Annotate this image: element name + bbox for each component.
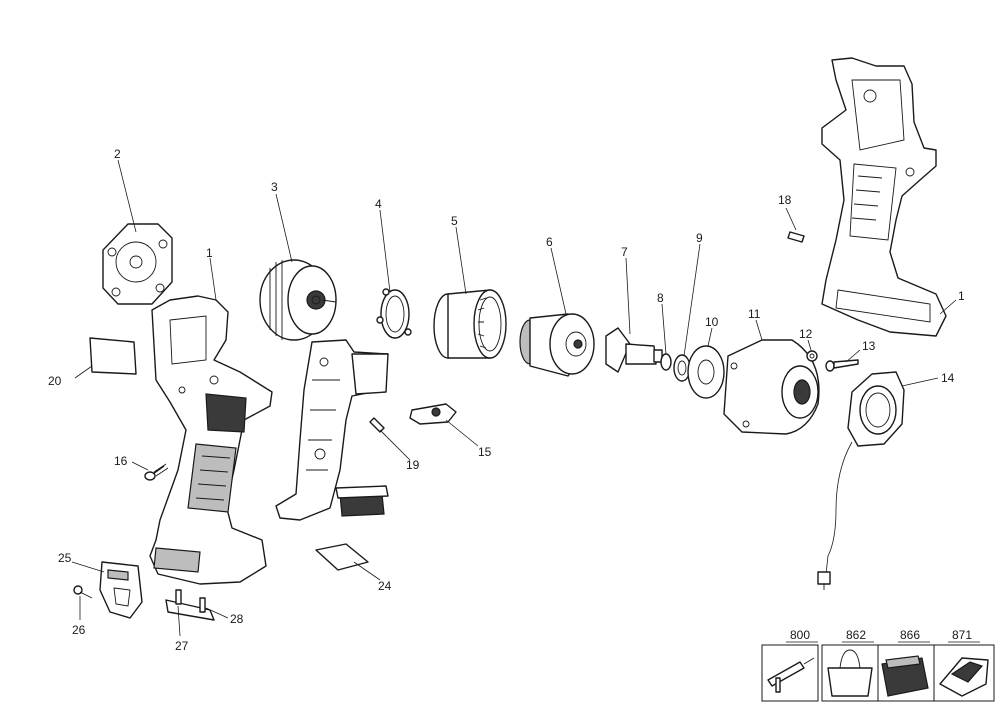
callout-1: 1 — [206, 246, 213, 260]
callout-6: 6 — [546, 235, 553, 249]
part-3-motor — [259, 259, 337, 341]
part-11-nose-housing — [723, 339, 820, 435]
part-14-led-ring — [817, 371, 905, 590]
part-2-end-plate — [102, 223, 173, 305]
part-27-bit-holder — [165, 589, 215, 621]
callout-27: 27 — [175, 639, 189, 653]
callout-4: 4 — [375, 197, 382, 211]
part-15-reverse-switch — [409, 403, 457, 425]
part-20-label — [89, 337, 137, 375]
part-12-washer — [806, 350, 818, 362]
accessory-label-800: 800 — [790, 628, 810, 642]
part-9-washer — [673, 354, 691, 382]
switch-assembly — [275, 339, 389, 521]
callout-2: 2 — [114, 147, 121, 161]
part-25-belt-clip — [99, 561, 143, 619]
accessory-label-866: 866 — [900, 628, 920, 642]
callout-24: 24 — [378, 579, 392, 593]
callout-7: 7 — [621, 245, 628, 259]
part-10-washer — [687, 345, 725, 399]
callout-8: 8 — [657, 291, 664, 305]
callout-12: 12 — [799, 327, 813, 341]
callout-26: 26 — [72, 623, 86, 637]
part-18-pin — [787, 231, 805, 243]
accessory-label-862: 862 — [846, 628, 866, 642]
callout-10: 10 — [705, 315, 719, 329]
accessory-871: 871 — [933, 628, 995, 702]
callout-16: 16 — [114, 454, 128, 468]
part-24-label — [315, 543, 369, 571]
accessory-866: 866 — [877, 628, 935, 702]
callout-18: 18 — [778, 193, 792, 207]
part-6-hammer — [519, 313, 595, 377]
callout-20: 20 — [48, 374, 62, 388]
part-26-screw — [73, 585, 93, 599]
callout-labels: 1 1 2 3 4 5 6 7 8 9 10 11 12 13 14 15 16… — [48, 147, 965, 653]
part-1-housing-left — [149, 295, 273, 585]
callout-9: 9 — [696, 231, 703, 245]
part-13-screw — [825, 359, 859, 372]
callout-28: 28 — [230, 612, 244, 626]
accessory-label-871: 871 — [952, 628, 972, 642]
part-1-housing-right — [821, 57, 947, 337]
part-5-ring-gear — [433, 289, 507, 359]
part-7-anvil — [605, 327, 663, 373]
callout-5: 5 — [451, 214, 458, 228]
accessory-800: 800 — [761, 628, 819, 702]
callout-1: 1 — [958, 289, 965, 303]
part-16-screw — [144, 463, 169, 481]
callout-14: 14 — [941, 371, 955, 385]
callout-3: 3 — [271, 180, 278, 194]
callout-13: 13 — [862, 339, 876, 353]
accessory-862: 862 — [821, 628, 879, 702]
callout-25: 25 — [58, 551, 72, 565]
leader-lines — [71, 159, 957, 637]
callout-15: 15 — [478, 445, 492, 459]
callout-19: 19 — [406, 458, 420, 472]
part-19-pin — [369, 417, 385, 433]
callout-11: 11 — [748, 307, 761, 321]
part-4-ring — [376, 288, 412, 339]
part-8-o-ring — [660, 353, 672, 371]
